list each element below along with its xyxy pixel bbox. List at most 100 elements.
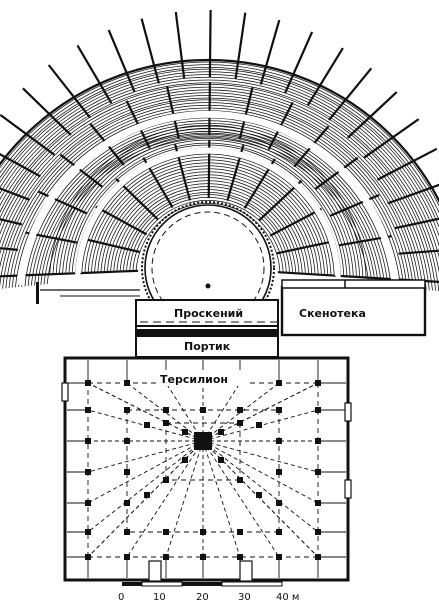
- ray-line: [165, 440, 204, 558]
- thersilion-label-bg: [158, 370, 246, 386]
- stairway: [59, 153, 104, 188]
- column: [124, 438, 130, 444]
- stairway: [208, 9, 212, 78]
- column: [315, 469, 321, 475]
- column: [85, 438, 91, 444]
- stairway: [238, 87, 254, 140]
- seat-row: [46, 138, 370, 285]
- column: [237, 554, 243, 560]
- seat-row: [0, 67, 439, 222]
- stairway: [0, 153, 41, 178]
- ray-line: [202, 382, 280, 442]
- column: [144, 422, 150, 428]
- column: [256, 422, 262, 428]
- seat-row: [37, 131, 379, 286]
- column: [124, 407, 130, 413]
- skenotheke-body: [280, 285, 427, 337]
- ray-line: [202, 440, 280, 558]
- seat-row: [0, 71, 439, 237]
- stairway: [346, 91, 398, 139]
- ray-line: [202, 440, 319, 473]
- skenotheke-label: Скенотека: [299, 307, 366, 320]
- stairway: [314, 156, 359, 190]
- stairway: [376, 147, 438, 181]
- seat-row: [24, 120, 392, 287]
- stairway: [0, 218, 23, 226]
- stairway: [283, 31, 314, 94]
- stairway: [394, 217, 439, 230]
- thersilion: Терсилион: [61, 356, 352, 582]
- seat-row: [8, 107, 408, 289]
- column: [163, 407, 169, 413]
- column: [124, 500, 130, 506]
- stairway: [329, 193, 380, 217]
- column: [85, 529, 91, 535]
- scale-bar-segment-4: [221, 581, 283, 587]
- column: [276, 407, 282, 413]
- column: [85, 469, 91, 475]
- column: [276, 529, 282, 535]
- stairway: [387, 183, 439, 205]
- column: [237, 420, 243, 426]
- proskenion-label: Проскений: [174, 307, 243, 320]
- stairway: [0, 247, 19, 251]
- ray-line: [87, 440, 204, 533]
- ray-line: [202, 440, 319, 533]
- column: [237, 407, 243, 413]
- cavea: [0, 9, 439, 292]
- column: [163, 529, 169, 535]
- seat-row: [34, 128, 382, 286]
- diazoma-lower: [75, 147, 341, 276]
- scale-tick-30: 30: [238, 592, 251, 603]
- thersilion-label: Терсилион: [160, 373, 228, 386]
- column: [163, 477, 169, 483]
- column: [256, 492, 262, 498]
- west-door: [61, 382, 69, 402]
- proskenion: Проскений: [135, 299, 420, 331]
- stairway: [47, 64, 91, 119]
- column: [182, 457, 188, 463]
- portico-colonnade-band: [136, 332, 278, 337]
- column: [315, 438, 321, 444]
- south-door-left: [148, 560, 162, 582]
- column: [200, 554, 206, 560]
- column: [124, 554, 130, 560]
- column: [315, 529, 321, 535]
- column: [85, 407, 91, 413]
- ray-line: [87, 440, 204, 504]
- column: [85, 380, 91, 386]
- ray-line: [165, 382, 204, 442]
- seat-row: [11, 110, 405, 288]
- seat-row: [0, 61, 439, 207]
- stairway: [306, 47, 344, 106]
- orchestra-inner-ring: [151, 211, 265, 325]
- ray-line: [87, 440, 204, 558]
- stairway: [277, 271, 336, 277]
- scale-bar-segment-2: [141, 581, 183, 587]
- portico-label: Портик: [184, 340, 231, 353]
- ray-line: [202, 382, 241, 442]
- seat-row: [0, 68, 439, 229]
- column: [124, 469, 130, 475]
- stairway: [398, 249, 439, 255]
- scale-tick-0: 0: [118, 592, 124, 603]
- scale-tick-40: 40 м: [276, 592, 299, 603]
- seat-row: [135, 203, 281, 273]
- ray-line: [87, 440, 204, 473]
- stairway: [22, 87, 72, 136]
- altar-dot: [205, 283, 211, 289]
- stairway: [83, 237, 141, 254]
- orchestra-border: [141, 201, 275, 335]
- column: [85, 500, 91, 506]
- column: [276, 469, 282, 475]
- column: [276, 500, 282, 506]
- diazoma-upper: [17, 110, 399, 286]
- column: [315, 500, 321, 506]
- stairway: [76, 44, 113, 104]
- ray-line: [202, 440, 319, 558]
- ray-line: [202, 440, 319, 504]
- column: [144, 492, 150, 498]
- seat-row: [43, 135, 373, 285]
- parodos-left-stub: [36, 282, 39, 304]
